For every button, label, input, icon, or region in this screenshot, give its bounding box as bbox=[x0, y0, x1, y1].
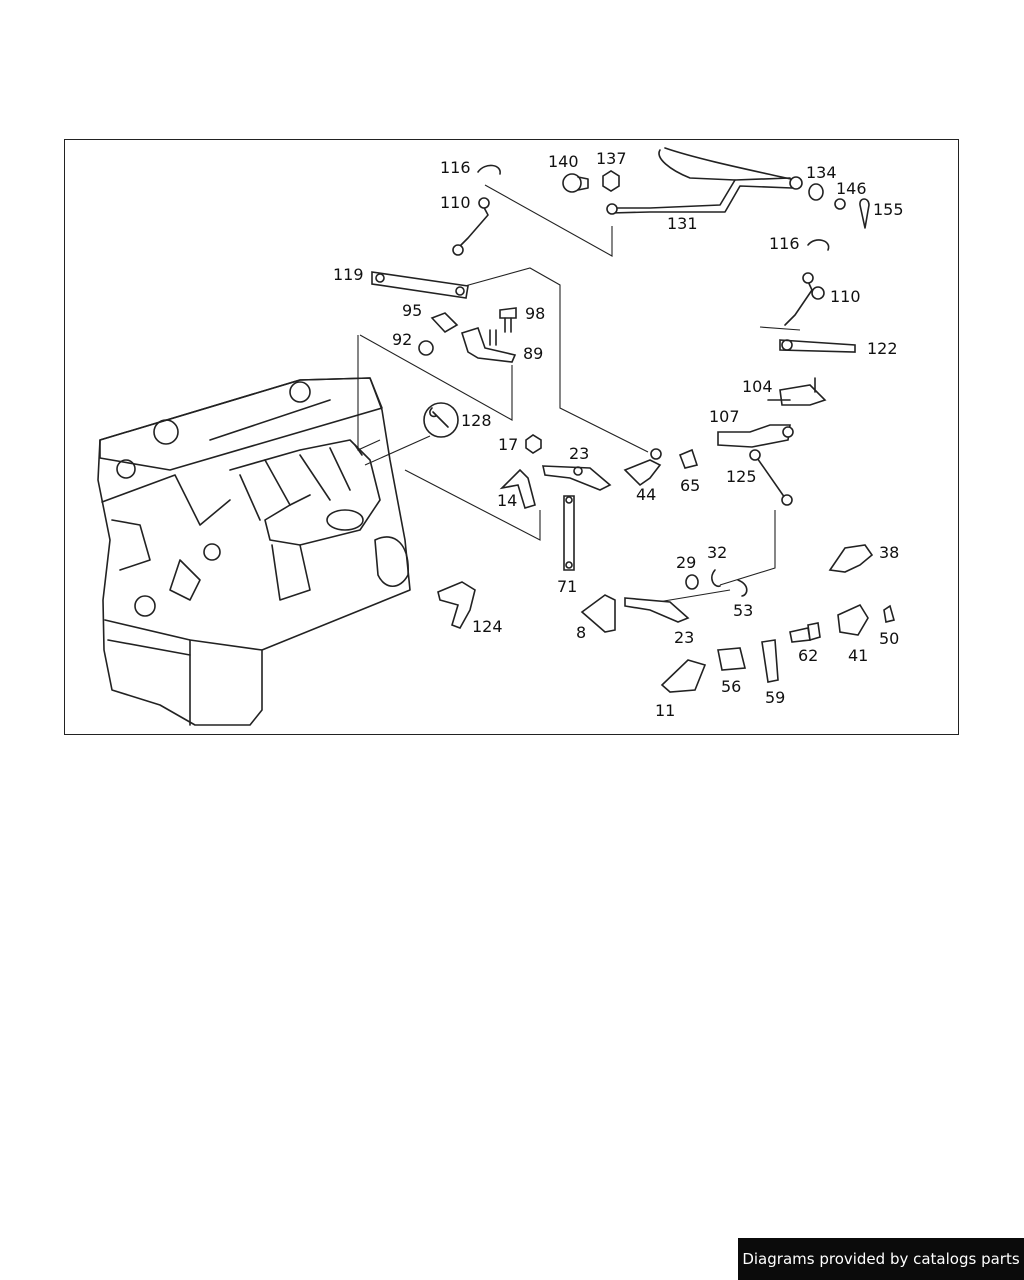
callout-11: 11 bbox=[655, 701, 676, 720]
callout-71: 71 bbox=[557, 577, 578, 596]
callout-134: 134 bbox=[806, 163, 837, 182]
callout-23: 23 bbox=[569, 444, 590, 463]
callout-38: 38 bbox=[879, 543, 900, 562]
callout-140: 140 bbox=[548, 152, 579, 171]
callout-146: 146 bbox=[836, 179, 867, 198]
callout-116: 116 bbox=[769, 234, 800, 253]
callout-122: 122 bbox=[867, 339, 898, 358]
callout-119: 119 bbox=[333, 265, 364, 284]
callout-56: 56 bbox=[721, 677, 742, 696]
callout-95: 95 bbox=[402, 301, 423, 320]
callout-116: 116 bbox=[440, 158, 471, 177]
callout-50: 50 bbox=[879, 629, 900, 648]
callout-131: 131 bbox=[667, 214, 698, 233]
parts-drawings bbox=[371, 147, 895, 693]
callout-137: 137 bbox=[596, 149, 627, 168]
callout-92: 92 bbox=[392, 330, 413, 349]
callout-23: 23 bbox=[674, 628, 695, 647]
callout-110: 110 bbox=[830, 287, 861, 306]
callout-53: 53 bbox=[733, 601, 754, 620]
callout-17: 17 bbox=[498, 435, 519, 454]
callout-89: 89 bbox=[523, 344, 544, 363]
callout-107: 107 bbox=[709, 407, 740, 426]
callout-98: 98 bbox=[525, 304, 546, 323]
callout-59: 59 bbox=[765, 688, 786, 707]
callout-32: 32 bbox=[707, 543, 728, 562]
callout-29: 29 bbox=[676, 553, 697, 572]
callout-65: 65 bbox=[680, 476, 701, 495]
callout-128: 128 bbox=[461, 411, 492, 430]
engine-block-drawing bbox=[97, 377, 411, 726]
callout-155: 155 bbox=[873, 200, 904, 219]
callout-124: 124 bbox=[472, 617, 503, 636]
credit-banner: Diagrams provided by catalogs parts bbox=[738, 1238, 1024, 1280]
leader-lines bbox=[357, 184, 801, 606]
callout-110: 110 bbox=[440, 193, 471, 212]
callout-104: 104 bbox=[742, 377, 773, 396]
callout-62: 62 bbox=[798, 646, 819, 665]
callout-44: 44 bbox=[636, 485, 657, 504]
callout-14: 14 bbox=[497, 491, 518, 510]
callout-41: 41 bbox=[848, 646, 869, 665]
callout-125: 125 bbox=[726, 467, 757, 486]
callout-8: 8 bbox=[576, 623, 587, 642]
